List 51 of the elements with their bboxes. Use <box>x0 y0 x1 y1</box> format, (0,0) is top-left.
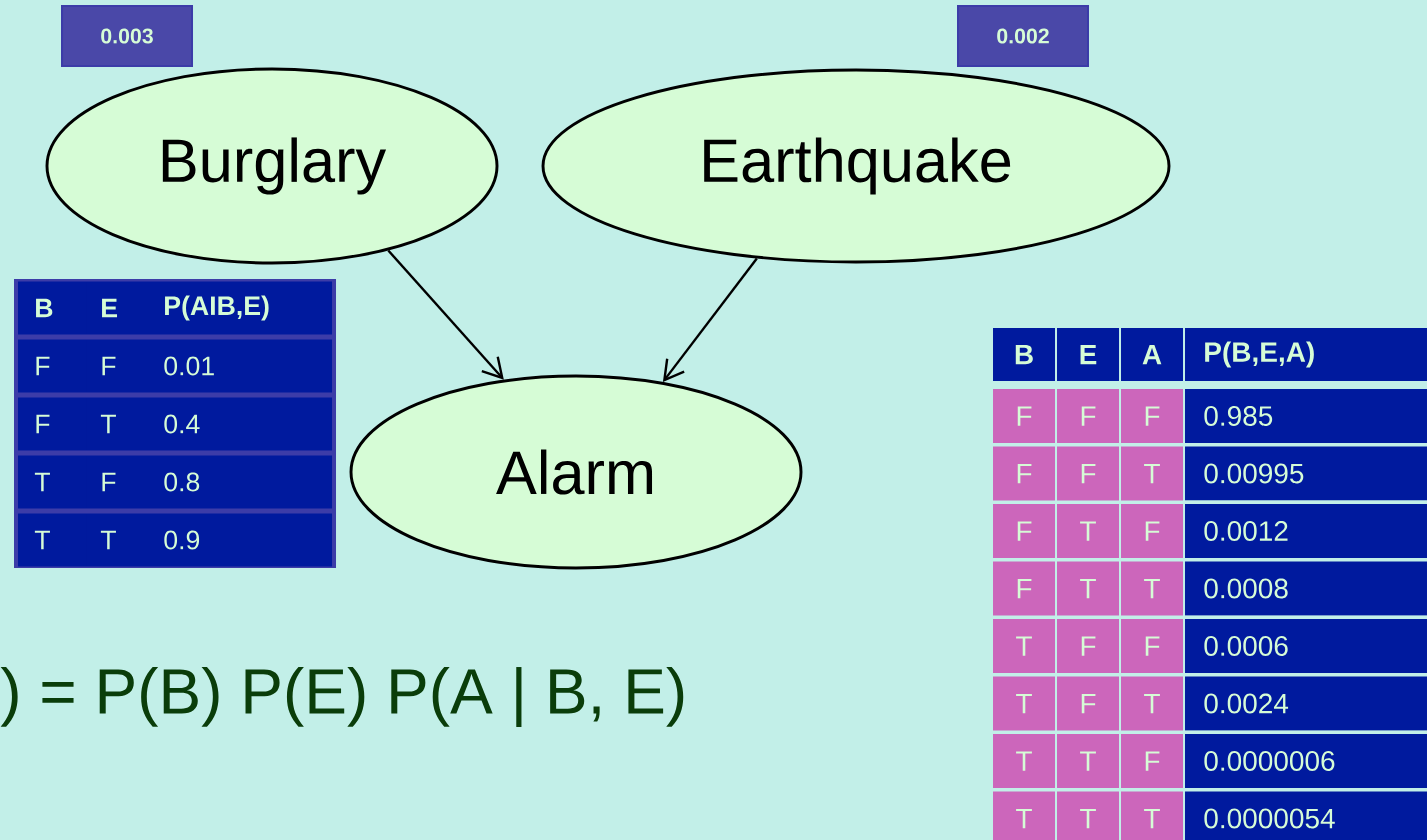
header-cell: B <box>18 281 86 335</box>
table-cell: 0.0006 <box>1185 619 1427 673</box>
table-cell: T <box>18 513 86 567</box>
table-cell: F <box>1057 446 1119 501</box>
probability-box: 0.002 <box>957 5 1089 67</box>
table-cell: T <box>1057 791 1119 840</box>
table-cell: F <box>86 455 149 509</box>
table-cell: T <box>1121 561 1183 616</box>
table-cell: F <box>1121 734 1183 788</box>
table-cell: F <box>18 339 86 393</box>
table-cell: T <box>1121 791 1183 840</box>
header-cell: A <box>1121 328 1183 381</box>
table-cell: T <box>1057 504 1119 558</box>
arrow <box>662 257 758 382</box>
table-cell: T <box>993 676 1055 731</box>
table-cell: T <box>1057 734 1119 788</box>
table-cell: T <box>18 455 86 509</box>
table-cell: 0.00995 <box>1185 446 1427 501</box>
header-cell: E <box>1057 328 1119 381</box>
header-cell: B <box>993 328 1055 381</box>
formula: ) = P(B) P(E) P(A | B, E) <box>0 667 684 727</box>
table-cell: T <box>1121 676 1183 731</box>
table-cell: F <box>1121 619 1183 673</box>
header-cell: P(B,E,A) <box>1185 328 1427 381</box>
table-cell: F <box>1057 676 1119 731</box>
table-cell: 0.0000006 <box>1185 734 1427 788</box>
table-cell: T <box>993 619 1055 673</box>
table-cell: 0.0024 <box>1185 676 1427 731</box>
table-cell: F <box>993 446 1055 501</box>
table-cell: T <box>86 513 149 567</box>
table-cell: F <box>86 339 149 393</box>
header-cell: E <box>86 281 149 335</box>
table-cell: T <box>993 791 1055 840</box>
table-cell: 0.0000054 <box>1185 791 1427 840</box>
table-cell: T <box>1121 446 1183 501</box>
table-cell: F <box>993 389 1055 443</box>
table-cell: F <box>18 397 86 451</box>
table-cell: F <box>1057 389 1119 443</box>
table-cell: 0.0012 <box>1185 504 1427 558</box>
table-cell: 0.0008 <box>1185 561 1427 616</box>
table-cell: T <box>1057 561 1119 616</box>
table-cell: T <box>86 397 149 451</box>
table-cell: F <box>993 504 1055 558</box>
table-cell: F <box>1057 619 1119 673</box>
table-cell: F <box>1121 389 1183 443</box>
probability-box: 0.003 <box>61 5 193 67</box>
table-cell: F <box>1121 504 1183 558</box>
table-cell: T <box>993 734 1055 788</box>
table-cell: F <box>993 561 1055 616</box>
arrow <box>387 249 504 380</box>
table-cell: 0.985 <box>1185 389 1427 443</box>
